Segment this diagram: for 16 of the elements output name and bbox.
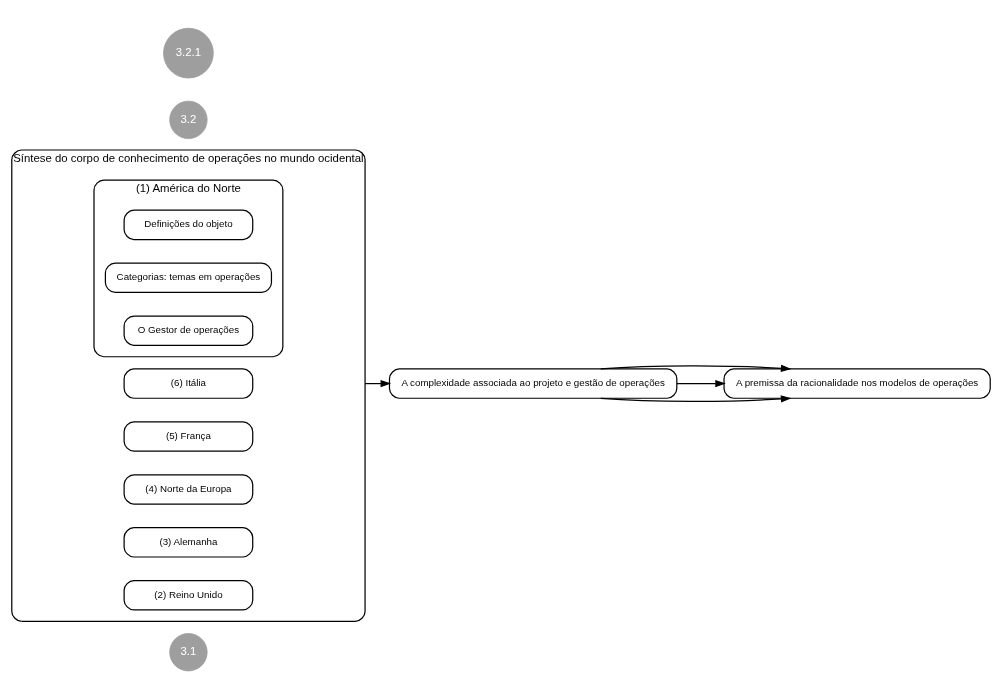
node-box: Categorias: temas em operações bbox=[104, 262, 273, 294]
node-circle: 3.2.1 bbox=[163, 27, 214, 79]
node-box: (3) Alemanha bbox=[123, 527, 254, 558]
arrow bbox=[600, 364, 792, 373]
node-box: O Gestor de operações bbox=[123, 315, 254, 346]
node-circle: 3.2 bbox=[169, 100, 208, 139]
node-box: A complexidade associada ao projeto e gestão de operações bbox=[388, 368, 678, 399]
arrow bbox=[600, 395, 792, 403]
node-circle: 3.1 bbox=[169, 633, 208, 672]
node-box: A premissa da racionalidade nos modelos de operações bbox=[723, 368, 991, 399]
node-box: (6) Itália bbox=[123, 368, 254, 399]
node-box: (2) Reino Unido bbox=[123, 580, 254, 611]
node-box: Definições do objeto bbox=[123, 209, 254, 241]
arrow bbox=[676, 379, 726, 388]
node-box: (5) França bbox=[123, 421, 254, 452]
node-box: (4) Norte da Europa bbox=[123, 474, 254, 505]
